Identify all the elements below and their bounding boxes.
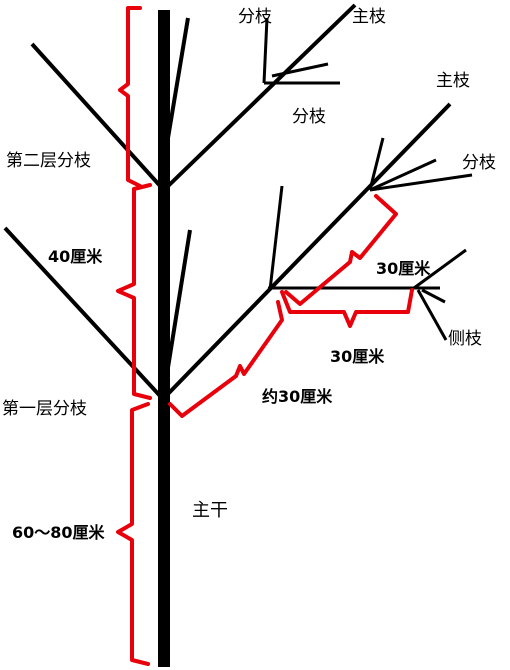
bracket-40cm (116, 183, 152, 400)
label-dist-40: 40厘米 (48, 247, 103, 266)
bracket-60-80cm (116, 402, 150, 666)
second-layer-right-branch (162, 3, 357, 192)
label-main-right: 主枝 (436, 71, 470, 91)
side-branch-twig-down-a (416, 289, 448, 341)
side-branch-twig-up (413, 248, 467, 290)
label-branch-right: 分枝 (462, 153, 496, 173)
right-sub-branch-a (368, 137, 385, 191)
right-sub-branch-b (369, 158, 437, 192)
bracket-approx-30cm (168, 300, 284, 418)
label-dist-30b: 30厘米 (330, 347, 385, 366)
label-height-range: 60～80厘米 (12, 523, 106, 542)
label-approx-30: 约30厘米 (262, 387, 333, 406)
label-trunk: 主干 (192, 500, 228, 521)
label-dist-30a: 30厘米 (376, 259, 431, 278)
label-branch-top: 分枝 (238, 7, 272, 27)
first-layer-right-branch (162, 102, 452, 400)
label-first-layer: 第一层分枝 (2, 399, 87, 419)
side-branch-vertical (268, 185, 284, 291)
top-sub-branch-a (262, 17, 269, 84)
bracket-30cm-upper (284, 194, 398, 306)
upper-thin-branch (164, 17, 190, 151)
top-sub-branch-c (271, 62, 329, 78)
label-second-layer: 第二层分枝 (6, 151, 91, 171)
bracket-top-vertical (118, 6, 142, 188)
middle-thin-branch (164, 229, 192, 381)
side-branch-twig-down-b (421, 288, 446, 304)
second-layer-left-branch (30, 42, 164, 190)
right-sub-branch-c (369, 173, 473, 192)
bracket-30cm-side (280, 288, 414, 328)
label-side-branch: 侧枝 (448, 329, 482, 349)
label-main-top: 主枝 (352, 7, 386, 27)
label-branch-mid: 分枝 (292, 107, 326, 127)
